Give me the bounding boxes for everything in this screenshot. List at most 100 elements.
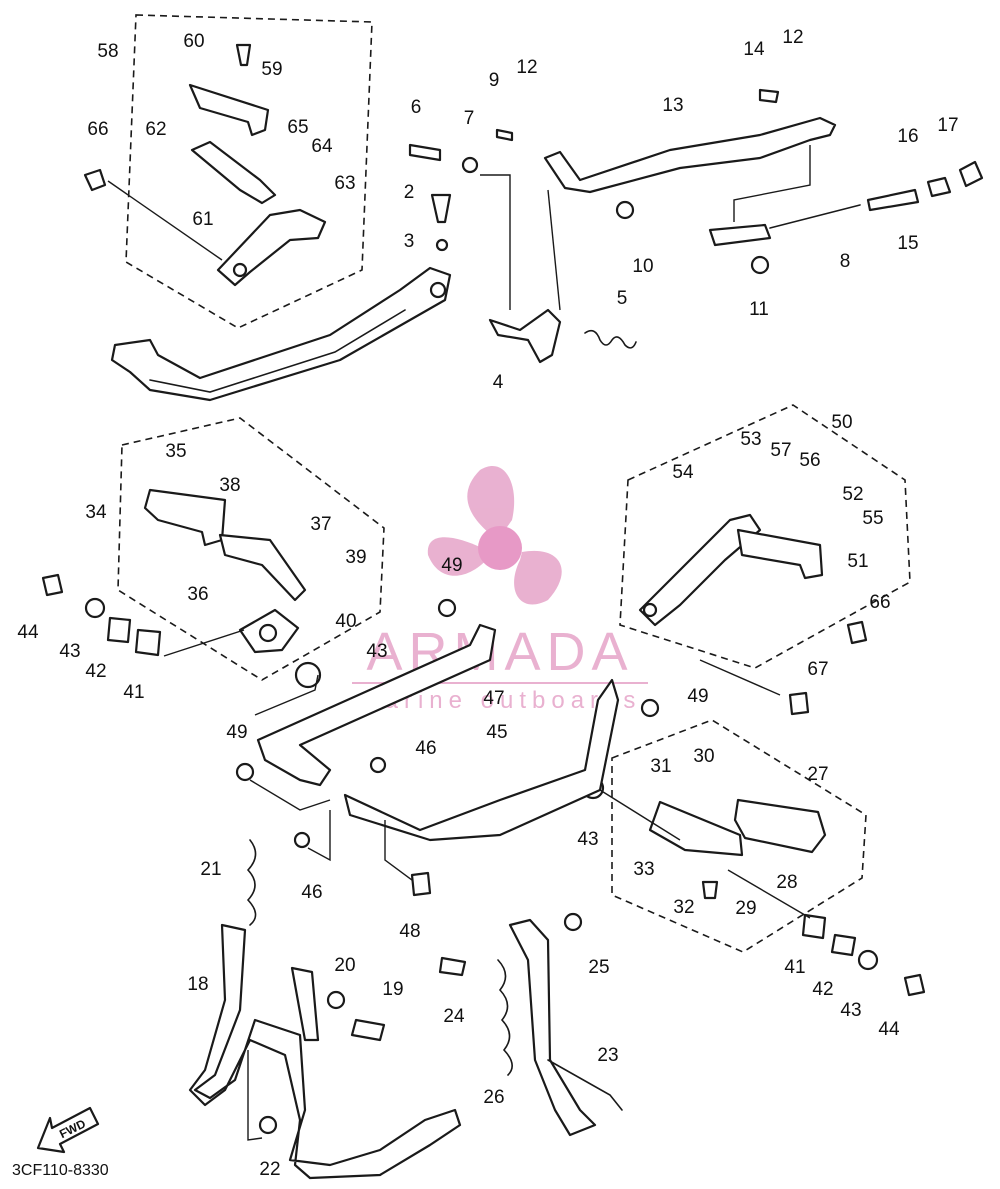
collar-42-left: [106, 616, 132, 644]
leader-lines: [107, 145, 811, 1141]
nut-3: [435, 238, 449, 252]
callout-part-64: 64: [311, 136, 333, 157]
washer-43-left: [84, 597, 106, 619]
callout-part-41-left: 41: [123, 682, 144, 703]
callout-part-65: 65: [287, 117, 308, 138]
callout-part-5: 5: [617, 288, 628, 309]
brake-spring-15: [866, 188, 920, 212]
nut-22: [258, 1115, 278, 1135]
callout-part-43-center: 43: [366, 641, 387, 662]
callout-part-8: 8: [840, 251, 851, 272]
washer-43-center: [294, 661, 322, 689]
nut-49-left: [235, 762, 255, 782]
callout-part-46-lower: 46: [301, 882, 322, 903]
footrest-rubber-59: [188, 83, 270, 137]
callout-group-34: 34: [85, 502, 107, 523]
rod-bracket: [708, 223, 772, 247]
callout-group-58: 58: [97, 41, 118, 62]
footrest-rubber-51: [736, 528, 824, 580]
callout-part-42-left: 42: [85, 661, 106, 682]
footrest-rubber-35: [143, 488, 227, 547]
side-stand-arm: [547, 1059, 623, 1111]
brake-pedal-edge: [149, 309, 406, 393]
brake-pedal-assembly: [110, 88, 984, 402]
footrest-36: [218, 533, 307, 602]
callout-part-9: 9: [489, 70, 500, 91]
bolt-66-top: [83, 168, 107, 192]
callout-part-31: 31: [650, 756, 671, 777]
callout-part-66-right: 66: [869, 592, 890, 613]
callout-part-2: 2: [404, 182, 415, 203]
nut-49-top: [437, 598, 457, 618]
callout-part-10: 10: [632, 256, 653, 277]
callout-part-49-right: 49: [687, 686, 708, 707]
group-box-27: [611, 719, 867, 953]
nut-46-upper: [369, 756, 387, 774]
callout-part-41-right: 41: [784, 957, 805, 978]
callout-part-39: 39: [345, 547, 366, 568]
brake-shaft: [488, 308, 562, 364]
brake-spring-5: [584, 329, 637, 349]
callout-part-40: 40: [335, 611, 356, 632]
callout-part-57: 57: [770, 440, 791, 461]
callout-part-46-upper: 46: [415, 738, 436, 759]
callout-group-27: 27: [807, 764, 828, 785]
callout-part-59: 59: [261, 59, 282, 80]
group-box-50: [619, 404, 911, 669]
callout-part-16: 16: [897, 126, 918, 147]
nut-46-lower: [293, 831, 311, 849]
brake-pedal-arm: [110, 266, 452, 402]
stand-assembly: [188, 839, 623, 1180]
part-callouts: 58 34 50 27 2 3 4 5 6 7 8 9 10 11 12 12 …: [17, 27, 958, 1180]
group-box-58: [125, 14, 373, 329]
callout-part-29: 29: [735, 898, 756, 919]
stay-hole-right: [642, 602, 658, 618]
watermark-rule: [352, 682, 648, 684]
callout-group-50: 50: [831, 412, 852, 433]
callout-part-55: 55: [862, 508, 883, 529]
callout-part-25: 25: [588, 957, 609, 978]
callout-part-56: 56: [799, 450, 820, 471]
bolt-44-right: [903, 973, 926, 997]
footrest-body: [648, 800, 744, 857]
callout-part-49-left: 49: [226, 722, 247, 743]
callout-part-22: 22: [259, 1159, 280, 1180]
damper-41-right: [801, 913, 827, 940]
callout-part-48: 48: [399, 921, 420, 942]
damper-29: [701, 880, 719, 900]
footrest-bar-47: [256, 623, 497, 787]
callout-part-12-a: 12: [516, 57, 537, 78]
callout-part-54: 54: [672, 462, 694, 483]
callout-part-13: 13: [662, 95, 683, 116]
footrest-bar-45: [343, 678, 620, 842]
callout-part-36: 36: [187, 584, 208, 605]
bolt-44-left: [41, 573, 64, 597]
washer-43-right: [857, 949, 879, 971]
callout-part-37: 37: [310, 514, 331, 535]
callout-part-61: 61: [192, 209, 213, 230]
footrest-bracket-61: [190, 140, 277, 205]
footrest-bar-assembly: [235, 598, 660, 897]
callout-part-18: 18: [187, 974, 208, 995]
callout-part-44-left: 44: [17, 622, 39, 643]
stay-hole: [232, 262, 248, 278]
callout-part-23: 23: [597, 1045, 618, 1066]
callout-part-26: 26: [483, 1087, 504, 1108]
nut-10: [615, 200, 635, 220]
callout-part-62: 62: [145, 119, 166, 140]
callout-part-12-b: 12: [782, 27, 803, 48]
bolt-60: [235, 43, 252, 67]
callout-part-35: 35: [165, 441, 186, 462]
pin-9: [495, 128, 514, 142]
callout-part-3: 3: [404, 231, 415, 252]
washer-20: [326, 990, 346, 1010]
callout-part-66-left: 66: [87, 119, 108, 140]
callout-part-43-mid: 43: [577, 829, 598, 850]
callout-part-45: 45: [486, 722, 507, 743]
collar-42-right: [830, 933, 857, 957]
rear-right-footrest-assembly: [638, 513, 868, 716]
callout-part-43-left: 43: [59, 641, 80, 662]
callout-part-7: 7: [464, 108, 475, 129]
brake-rod-13: [543, 116, 837, 194]
